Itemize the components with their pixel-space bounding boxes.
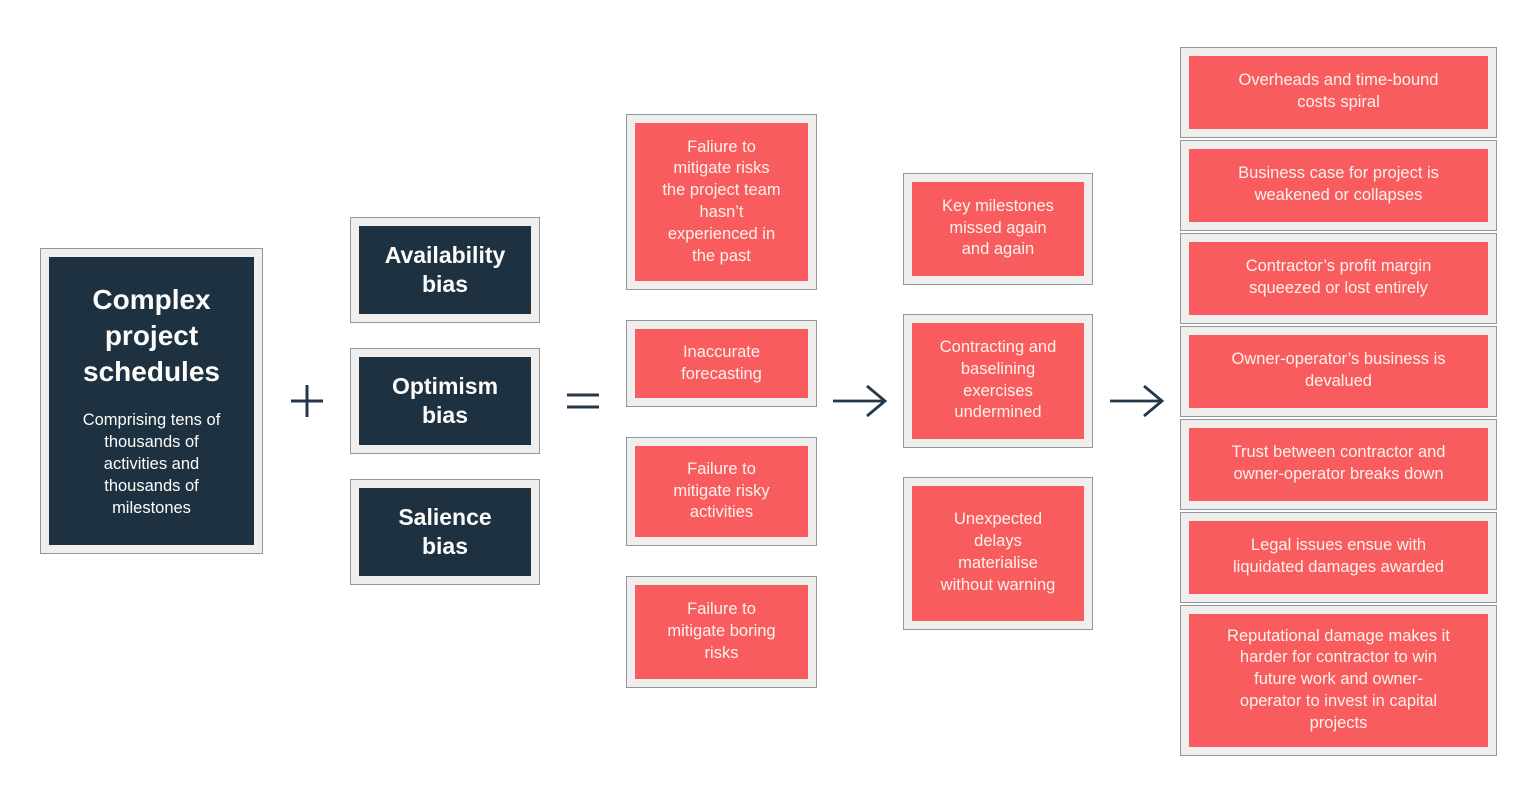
failure-box: Faliure to mitigate risks the project te… [626,114,817,290]
consequence-text: Owner-operator’s business is devalued [1231,350,1446,390]
source-subtitle: Comprising tens of thousands of activiti… [82,410,221,517]
failure-text: Inaccurate forecasting [681,342,762,383]
salience-bias-box: Salience bias [350,479,540,585]
source-title: Complex project schedules [83,284,220,388]
availability-bias-box: Availability bias [350,217,540,323]
failure-box: Inaccurate forecasting [626,320,817,407]
column-consequences: Overheads and time-bound costs spiral Bu… [1180,46,1497,756]
symptom-text: Contracting and baselining exercises und… [939,337,1057,422]
consequence-box: Reputational damage makes it harder for … [1180,604,1497,756]
column-failures: Faliure to mitigate risks the project te… [626,114,817,688]
failure-box: Failure to mitigate boring risks [626,576,817,688]
arrow-right-icon [1093,381,1180,421]
consequence-text: Business case for project is weakened or… [1238,164,1439,204]
column-symptoms: Key milestones missed again and again Co… [903,172,1093,630]
consequence-box: Legal issues ensue with liquidated damag… [1180,511,1497,603]
failure-text: Failure to mitigate risky activities [673,459,770,522]
consequence-box: Contractor’s profit margin squeezed or l… [1180,232,1497,324]
consequence-text: Contractor’s profit margin squeezed or l… [1245,257,1432,297]
consequence-text: Trust between contractor and owner-opera… [1231,443,1446,483]
consequence-text: Overheads and time-bound costs spiral [1238,71,1439,111]
consequence-text: Legal issues ensue with liquidated damag… [1233,536,1444,576]
complex-schedules-box: Complex project schedules Comprising ten… [40,248,263,554]
symptom-text: Key milestones missed again and again [942,196,1054,259]
bias-label: Salience bias [398,504,492,559]
consequence-box: Overheads and time-bound costs spiral [1180,46,1497,138]
consequence-box: Owner-operator’s business is devalued [1180,325,1497,417]
column-biases: Availability bias Optimism bias Salience… [350,217,540,585]
equals-icon [540,388,626,414]
symptom-box: Contracting and baselining exercises und… [903,313,1093,448]
consequence-box: Trust between contractor and owner-opera… [1180,418,1497,510]
plus-icon [263,380,350,422]
symptom-box: Key milestones missed again and again [903,172,1093,285]
symptom-text: Unexpected delays materialise without wa… [940,510,1056,594]
arrow-right-icon [817,381,903,421]
consequence-text: Reputational damage makes it harder for … [1227,626,1450,732]
consequence-box: Business case for project is weakened or… [1180,139,1497,231]
bias-label: Availability bias [384,242,506,297]
optimism-bias-box: Optimism bias [350,348,540,454]
bias-label: Optimism bias [391,373,499,428]
failure-text: Failure to mitigate boring risks [667,600,776,662]
symptom-box: Unexpected delays materialise without wa… [903,476,1093,630]
failure-text: Faliure to mitigate risks the project te… [662,137,781,265]
column-source: Complex project schedules Comprising ten… [40,248,263,554]
failure-box: Failure to mitigate risky activities [626,437,817,546]
